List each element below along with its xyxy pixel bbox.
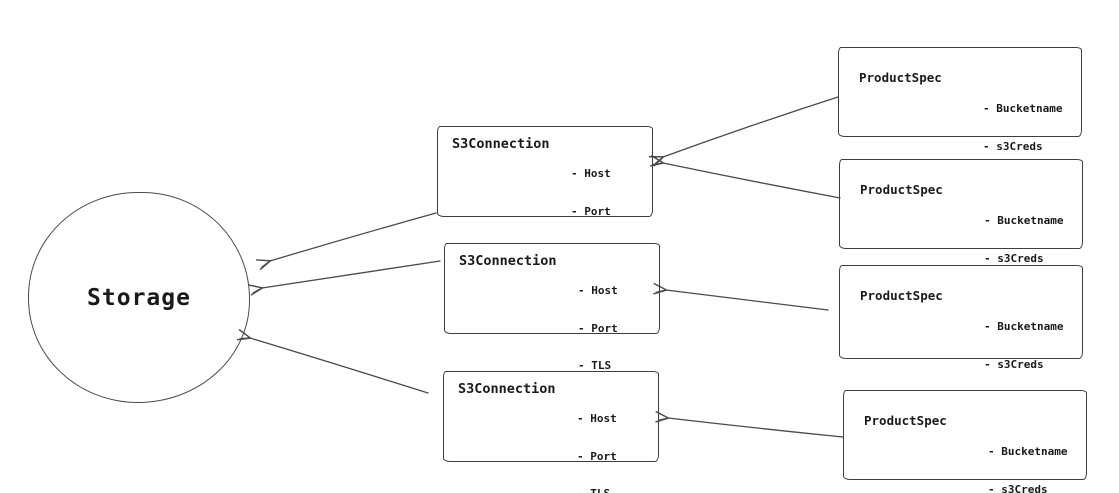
s3connection-attributes: - Host - Port - TLS xyxy=(577,388,617,493)
productspec-title: ProductSpec xyxy=(864,413,947,428)
storage-node[interactable]: Storage xyxy=(28,192,250,403)
arrow-productspec1-to-s3connection1[interactable] xyxy=(649,96,839,167)
attribute-host: - Host xyxy=(571,167,611,180)
productspec-node-4[interactable]: ProductSpec - Bucketname - s3Creds xyxy=(843,390,1087,493)
arrow-productspec4-to-s3connection3[interactable] xyxy=(655,410,844,438)
s3connection-node-2[interactable]: S3Connection - Host - Port - TLS xyxy=(444,243,660,372)
productspec-node-1[interactable]: ProductSpec - Bucketname - s3Creds xyxy=(838,47,1082,152)
attribute-port: - Port xyxy=(571,204,611,218)
attribute-s3creds: - s3Creds xyxy=(983,139,1043,153)
productspec-node-2[interactable]: ProductSpec - Bucketname - s3Creds xyxy=(839,159,1083,264)
productspec-title: ProductSpec xyxy=(860,182,943,197)
productspec-attributes: - Bucketname - s3Creds xyxy=(984,190,1063,290)
attribute-bucketname: - Bucketname xyxy=(988,445,1068,458)
s3connection-title: S3Connection xyxy=(452,136,550,152)
arrow-s3connection1-to-storage[interactable] xyxy=(256,212,437,271)
attribute-tls: - TLS xyxy=(578,359,612,372)
arrow-s3connection2-to-storage[interactable] xyxy=(248,260,441,296)
attribute-host: - Host xyxy=(578,284,618,297)
attribute-port: - Port xyxy=(577,449,617,463)
arrow-s3connection3-to-storage[interactable] xyxy=(236,328,429,394)
attribute-host: - Host xyxy=(577,412,617,425)
productspec-node-3[interactable]: ProductSpec - Bucketname - s3Creds xyxy=(839,265,1083,370)
attribute-tls: - TLS xyxy=(577,487,617,493)
productspec-attributes: - Bucketname - s3Creds xyxy=(988,421,1067,493)
s3connection-node-3[interactable]: S3Connection - Host - Port - TLS xyxy=(443,371,659,493)
s3connection-attributes: - Host - Port - TLS xyxy=(578,260,618,398)
attribute-bucketname: - Bucketname xyxy=(983,102,1063,115)
arrow-productspec3-to-s3connection2[interactable] xyxy=(653,282,829,311)
s3connection-title: S3Connection xyxy=(459,253,557,269)
arrow-productspec2-to-s3connection1[interactable] xyxy=(649,154,841,199)
productspec-attributes: - Bucketname - s3Creds xyxy=(984,296,1063,396)
storage-label: Storage xyxy=(87,284,191,311)
s3connection-node-1[interactable]: S3Connection - Host - Port - TLS xyxy=(437,126,653,255)
attribute-bucketname: - Bucketname xyxy=(984,320,1064,333)
productspec-title: ProductSpec xyxy=(860,288,943,303)
attribute-port: - Port xyxy=(578,321,618,335)
s3connection-title: S3Connection xyxy=(458,381,556,397)
attribute-s3creds: - s3Creds xyxy=(984,357,1044,371)
productspec-title: ProductSpec xyxy=(859,70,942,85)
attribute-s3creds: - s3Creds xyxy=(984,251,1044,265)
productspec-attributes: - Bucketname - s3Creds xyxy=(983,78,1062,178)
attribute-s3creds: - s3Creds xyxy=(988,482,1048,493)
attribute-bucketname: - Bucketname xyxy=(984,214,1064,227)
